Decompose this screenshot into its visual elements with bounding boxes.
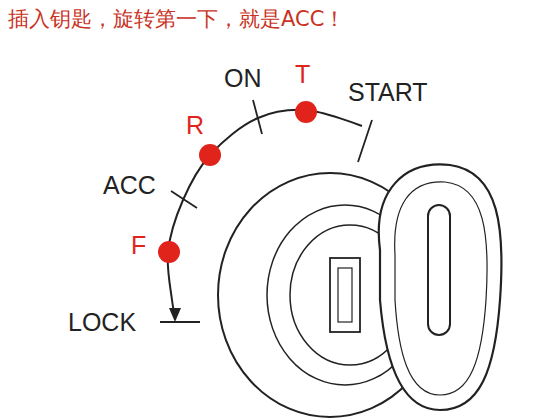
position-label: ACC (103, 173, 156, 198)
key-head (379, 164, 502, 410)
arrowhead (169, 308, 181, 322)
position-tick (253, 100, 262, 134)
position-label: F (131, 233, 146, 258)
position-label: ON (224, 66, 262, 91)
position-tick (358, 120, 372, 162)
position-dot (158, 241, 180, 263)
title: 插入钥匙，旋转第一下，就是ACC！ (8, 9, 345, 30)
position-tick (171, 191, 197, 208)
position-dot (199, 144, 221, 166)
position-tick (160, 321, 200, 323)
key-head-rim (395, 182, 487, 395)
position-label: START (348, 80, 428, 105)
position-dial (158, 100, 372, 322)
key-blade (330, 258, 360, 332)
position-dot (295, 101, 317, 123)
position-label: R (186, 113, 204, 138)
rotation-arc (168, 110, 362, 318)
key-slot (428, 205, 450, 335)
key-groove (338, 268, 352, 322)
position-label: T (295, 62, 310, 87)
position-label: LOCK (68, 310, 136, 335)
